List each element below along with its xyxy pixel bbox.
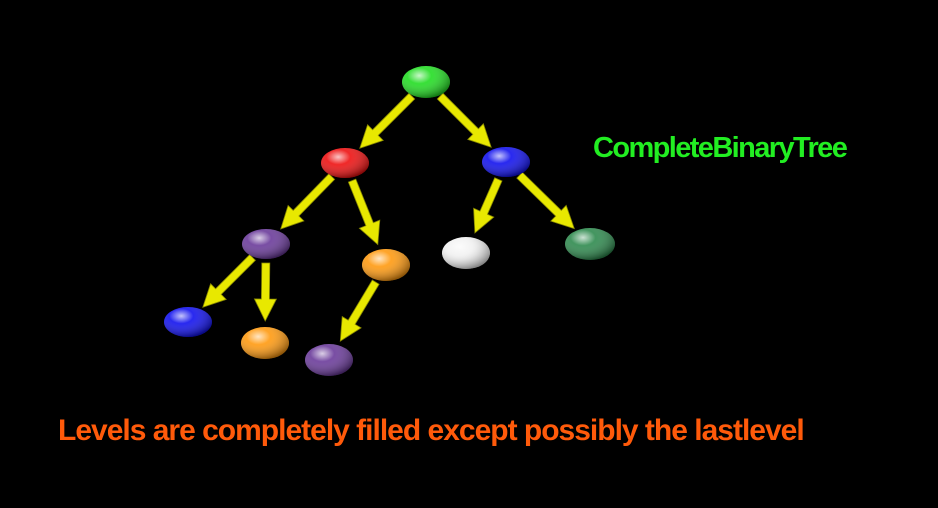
node-right-right <box>565 228 615 260</box>
node-left-right-left-shine <box>305 344 353 376</box>
node-root-shine <box>402 66 450 98</box>
edge-arrow-left-left-to-left-left-right <box>253 262 278 322</box>
edges-layer <box>202 92 575 342</box>
node-right-left <box>442 237 490 269</box>
node-right-child-shine <box>482 147 530 177</box>
node-left-right-left <box>305 344 353 376</box>
node-left-left-left-shine <box>164 307 212 337</box>
edge-arrow-left-left-to-left-left-left <box>202 254 256 308</box>
diagram-title: CompleteBinaryTree <box>593 132 848 164</box>
edge-arrow-right-child-to-right-right <box>516 171 575 230</box>
node-left-child <box>321 148 369 178</box>
node-left-left-right-shine <box>241 327 289 359</box>
diagram-caption: Levels are completely filled except poss… <box>58 414 805 447</box>
node-left-child-shine <box>321 148 369 178</box>
edge-arrow-right-child-to-right-left <box>473 177 503 234</box>
node-left-left-left <box>164 307 212 337</box>
edge-arrow-left-child-to-left-left <box>280 173 336 230</box>
node-root <box>402 66 450 98</box>
node-right-child <box>482 147 530 177</box>
edge-arrow-left-child-to-left-right <box>347 178 381 246</box>
node-left-left-right <box>241 327 289 359</box>
node-left-right-shine <box>362 249 410 281</box>
nodes-layer <box>164 66 615 376</box>
edge-arrow-root-to-left-child <box>359 92 416 149</box>
node-left-left-shine <box>242 229 290 259</box>
node-right-right-shine <box>565 228 615 260</box>
node-right-left-shine <box>442 237 490 269</box>
node-left-right <box>362 249 410 281</box>
edge-arrow-root-to-right-child <box>436 92 492 148</box>
edge-arrow-left-right-to-left-right-left <box>339 279 380 342</box>
node-left-left <box>242 229 290 259</box>
